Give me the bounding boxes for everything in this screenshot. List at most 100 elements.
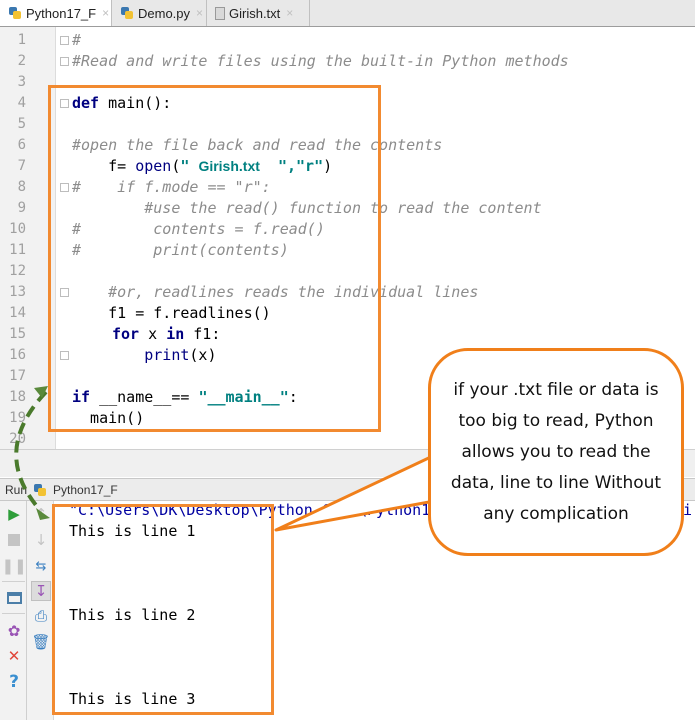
close-tab-icon[interactable]: × xyxy=(196,6,204,20)
line-number: 11 xyxy=(9,242,26,258)
line-number: 18 xyxy=(9,389,26,405)
close-icon[interactable]: ✕ xyxy=(7,647,21,665)
console-command-tail: i xyxy=(683,501,693,519)
string: " xyxy=(180,157,199,175)
callout-text: if your .txt file or data is too big to … xyxy=(450,379,662,524)
code-line-4: def main(): xyxy=(72,93,171,114)
code-text: f1: xyxy=(184,325,221,343)
callout-tail xyxy=(274,453,442,532)
line-number: 16 xyxy=(9,347,26,363)
fold-icon[interactable] xyxy=(60,183,69,192)
line-number: 1 xyxy=(17,32,26,48)
output-highlight-box xyxy=(52,504,274,715)
line-number: 3 xyxy=(17,74,26,90)
fold-icon[interactable] xyxy=(60,36,69,45)
close-tab-icon[interactable]: × xyxy=(102,6,110,20)
line-number: 14 xyxy=(9,305,26,321)
code-line-19: main() xyxy=(72,409,145,427)
arrow-head-start-icon xyxy=(34,386,48,398)
code-text: main(): xyxy=(99,94,172,112)
console-output-line: This is line 1 xyxy=(69,522,196,540)
code-line-7: f= open(" Girish.txt ","r") xyxy=(72,156,332,177)
string: "__main__" xyxy=(198,388,289,406)
tab-python17-f[interactable]: Python17_F × xyxy=(0,0,112,26)
line-number: 2 xyxy=(17,53,26,69)
fold-icon[interactable] xyxy=(60,99,69,108)
code-line-1: # xyxy=(72,31,82,49)
line-number: 8 xyxy=(17,179,26,195)
line-number: 17 xyxy=(9,368,26,384)
code-line-14: f1 = f.readlines() xyxy=(72,304,271,322)
code-text: : xyxy=(288,388,298,406)
python-file-icon xyxy=(8,6,22,20)
console-output-line: This is line 3 xyxy=(69,690,196,708)
builtin-open: open xyxy=(135,157,172,175)
line-number: 10 xyxy=(9,221,26,237)
line-number: 7 xyxy=(17,158,26,174)
keyword: def xyxy=(72,94,100,112)
line-number: 6 xyxy=(17,137,26,153)
code-line-6: #open the file back and read the content… xyxy=(72,136,443,154)
stop-icon[interactable] xyxy=(4,530,24,550)
tab-girish-txt[interactable]: Girish.txt × xyxy=(207,0,310,26)
code-text: f= xyxy=(72,157,136,175)
filename-string: Girish.txt xyxy=(198,158,260,174)
tab-label: Girish.txt xyxy=(229,5,281,21)
line-number: 15 xyxy=(9,326,26,342)
code-line-10: # contents = f.read() xyxy=(72,220,325,238)
code-line-16: print(x) xyxy=(72,345,217,366)
fold-icon[interactable] xyxy=(60,351,69,360)
soft-wrap-icon[interactable]: ⇆ xyxy=(35,558,47,574)
pin-icon[interactable]: ✿ xyxy=(7,622,21,640)
run-icon[interactable]: ▶ xyxy=(8,505,20,523)
close-tab-icon[interactable]: × xyxy=(286,6,294,20)
string: ","r" xyxy=(259,157,324,175)
builtin-print: print xyxy=(144,346,190,364)
scroll-down-icon[interactable]: ↓ xyxy=(34,531,48,549)
line-number: 4 xyxy=(17,95,26,111)
run-toolbar-left: ▶ ❚❚ ✿ ✕ ? xyxy=(0,501,27,720)
trash-icon[interactable]: 🗑 xyxy=(31,633,51,651)
pause-icon[interactable]: ❚❚ xyxy=(1,557,27,575)
python-file-icon xyxy=(33,483,47,497)
callout-bubble: if your .txt file or data is too big to … xyxy=(428,348,684,556)
tab-label: Demo.py xyxy=(138,5,191,21)
code-line-2: #Read and write files using the built-in… xyxy=(72,52,569,70)
console-output-line: This is line 2 xyxy=(69,606,196,624)
code-line-9: #use the read() function to read the con… xyxy=(72,199,542,217)
fold-icon[interactable] xyxy=(60,57,69,66)
keyword: if xyxy=(72,388,91,406)
line-number: 19 xyxy=(9,410,26,426)
code-text: (x) xyxy=(189,346,217,364)
run-config-name[interactable]: Python17_F xyxy=(53,482,118,497)
line-number: 12 xyxy=(9,263,26,279)
line-number-gutter: 1 2 3 4 5 6 7 8 9 10 11 12 13 14 15 16 1… xyxy=(0,27,69,449)
code-highlight-box xyxy=(48,85,381,432)
python-file-icon xyxy=(120,6,134,20)
dashed-arrow-icon xyxy=(14,390,48,512)
line-number: 13 xyxy=(9,284,26,300)
arrow-head-end-icon xyxy=(36,508,50,520)
line-number: 9 xyxy=(17,200,26,216)
scroll-to-end-icon[interactable]: ↧ xyxy=(31,581,51,601)
code-text: ) xyxy=(323,157,333,175)
keyword: for xyxy=(112,325,140,343)
print-icon[interactable]: ⎙ xyxy=(34,607,47,625)
text-file-icon xyxy=(215,6,225,20)
line-number: 5 xyxy=(17,116,26,132)
fold-icon[interactable] xyxy=(60,288,69,297)
code-line-11: # print(contents) xyxy=(72,241,289,259)
line-number: 20 xyxy=(9,431,26,447)
tab-demo-py[interactable]: Demo.py × xyxy=(112,0,207,26)
layout-icon[interactable] xyxy=(4,588,24,608)
code-text: ( xyxy=(171,157,181,175)
tab-label: Python17_F xyxy=(26,5,97,21)
code-text: __name__== xyxy=(90,388,199,406)
help-icon[interactable]: ? xyxy=(9,672,19,692)
code-line-18: if __name__== "__main__": xyxy=(72,387,298,408)
code-line-8: # if f.mode == "r": xyxy=(72,178,271,196)
editor-tab-bar: Python17_F × Demo.py × Girish.txt × xyxy=(0,0,695,27)
code-line-15: for x in f1: xyxy=(112,324,220,345)
run-toolbar-right: ↑ ↓ ⇆ ↧ ⎙ 🗑 xyxy=(27,501,54,720)
keyword: in xyxy=(166,325,185,343)
